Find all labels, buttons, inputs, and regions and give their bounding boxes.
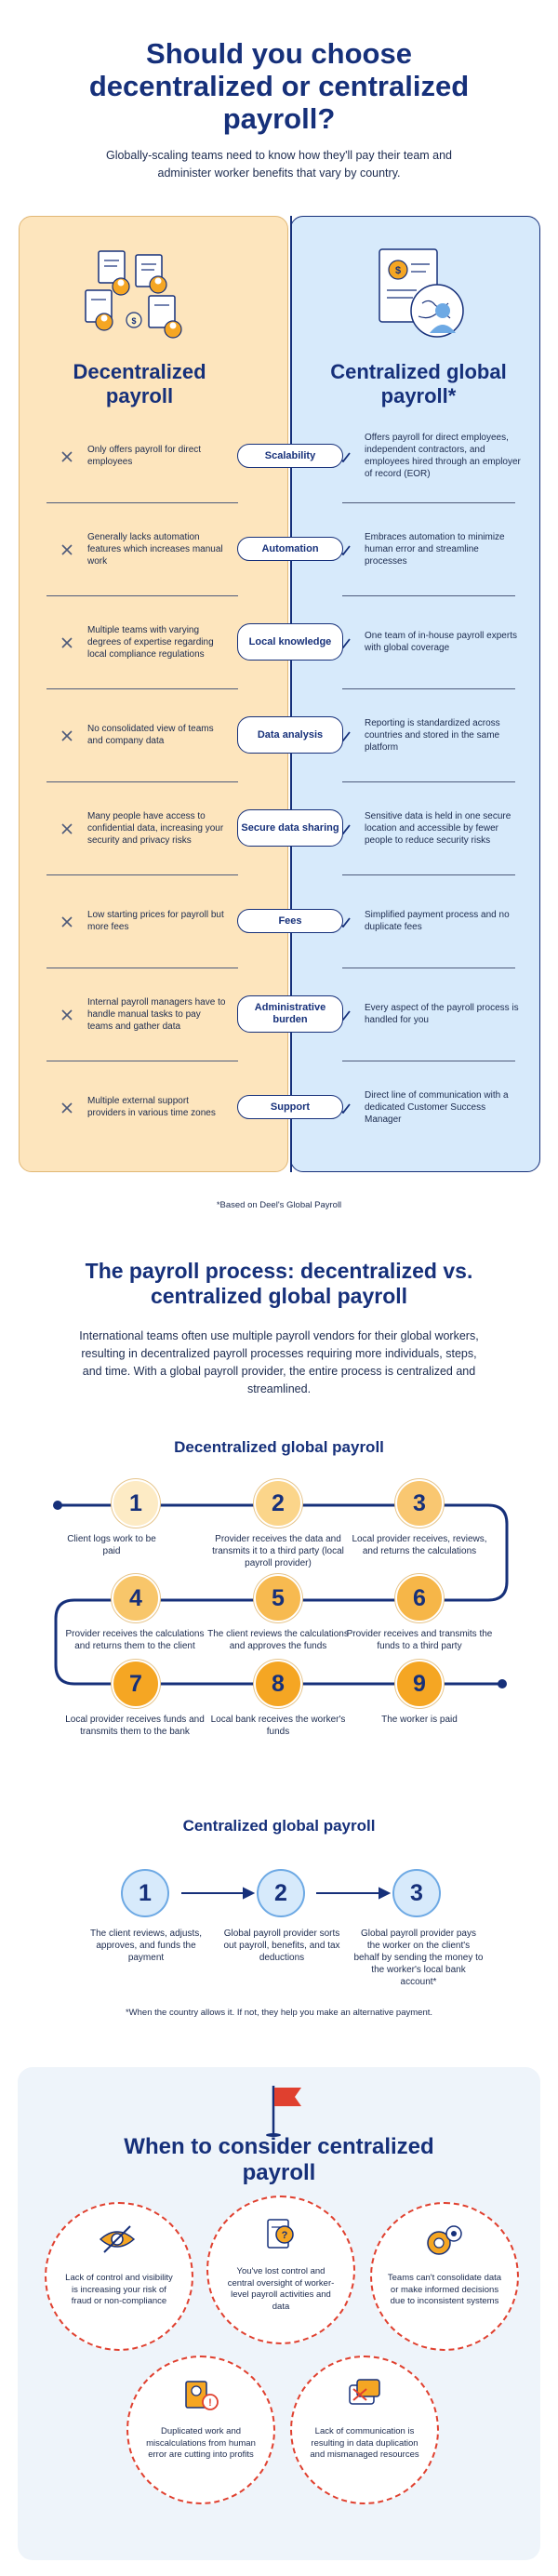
consider-reason: Teams can't consolidate data or make inf… bbox=[387, 2273, 502, 2306]
page-subtitle: Globally-scaling teams need to know how … bbox=[105, 149, 453, 180]
centralized-process-title: Centralized global payroll bbox=[182, 1817, 376, 1835]
step-number: 4 bbox=[112, 1574, 160, 1622]
step-description: The client reviews, adjusts, approves, a… bbox=[89, 1929, 203, 1963]
consider-reason: You've lost control and central oversigh… bbox=[227, 2266, 335, 2312]
row-divider bbox=[342, 502, 515, 503]
x-icon bbox=[61, 915, 73, 932]
decentralized-heading: Decentralized payroll bbox=[73, 360, 206, 407]
step-number: 1 bbox=[112, 1479, 160, 1528]
step-number: 6 bbox=[395, 1574, 444, 1622]
row-divider bbox=[342, 688, 515, 689]
consider-reason: Lack of control and visibility is increa… bbox=[65, 2273, 173, 2306]
consider-circle bbox=[126, 2356, 275, 2504]
centralized-point: Reporting is standardized across countri… bbox=[365, 717, 500, 753]
row-divider bbox=[46, 688, 238, 689]
decentralized-point: Low starting prices for payroll but more… bbox=[87, 910, 224, 932]
step-number: 2 bbox=[254, 1479, 302, 1528]
step-description: Provider receives and transmits the fund… bbox=[346, 1629, 493, 1651]
decentralized-point: Many people have access to confidential … bbox=[87, 810, 224, 846]
step-description: Client logs work to be paid bbox=[67, 1534, 156, 1556]
page-title: Should you choose decentralized or centr… bbox=[88, 37, 470, 135]
doc-icon: ? bbox=[260, 2216, 298, 2258]
category-pill: Local knowledge bbox=[237, 623, 343, 661]
decentralized-point: Only offers payroll for direct employees bbox=[87, 445, 202, 467]
process-footnote: *When the country allows it. If not, the… bbox=[125, 2008, 433, 2018]
step-number: 1 bbox=[121, 1869, 169, 1917]
decentralized-point: No consolidated view of teams and compan… bbox=[87, 724, 214, 746]
eye-icon bbox=[99, 2222, 136, 2261]
step-number: 3 bbox=[392, 1869, 441, 1917]
svg-text:$: $ bbox=[395, 265, 401, 276]
row-divider bbox=[342, 595, 515, 596]
centralized-heading: Centralized global payroll* bbox=[330, 360, 507, 407]
step-number: 3 bbox=[395, 1479, 444, 1528]
step-description: Global payroll provider pays the worker … bbox=[353, 1929, 484, 1987]
step-number: 5 bbox=[254, 1574, 302, 1622]
x-icon bbox=[61, 729, 73, 746]
step-description: The client reviews the calculations and … bbox=[207, 1629, 349, 1651]
centralized-point: Embraces automation to minimize human er… bbox=[365, 531, 505, 567]
centralized-point: Direct line of communication with a dedi… bbox=[365, 1089, 509, 1125]
centralized-point: Sensitive data is held in one secure loc… bbox=[365, 810, 512, 846]
step-description: Local provider receives, reviews, and re… bbox=[352, 1534, 487, 1556]
row-divider bbox=[46, 595, 238, 596]
centralized-point: Every aspect of the payroll process is h… bbox=[365, 1003, 519, 1025]
x-icon bbox=[61, 636, 73, 653]
consider-reason: Duplicated work and miscalculations from… bbox=[146, 2426, 256, 2460]
consider-circle bbox=[370, 2202, 519, 2351]
category-pill: Automation bbox=[237, 537, 343, 561]
decentralized-point: Multiple teams with varying degrees of e… bbox=[87, 624, 214, 660]
step-number: 9 bbox=[395, 1660, 444, 1708]
decentralized-point: Multiple external support providers in v… bbox=[87, 1096, 216, 1118]
row-divider bbox=[46, 781, 238, 782]
category-pill: Data analysis bbox=[237, 716, 343, 754]
category-pill: Secure data sharing bbox=[237, 809, 343, 847]
step-description: The worker is paid bbox=[381, 1715, 458, 1725]
centralized-point: Simplified payment process and no duplic… bbox=[365, 910, 510, 932]
step-description: Provider receives the data and transmits… bbox=[212, 1534, 344, 1568]
x-icon bbox=[61, 450, 73, 467]
consider-title: When to consider centralized payroll bbox=[124, 2134, 434, 2185]
comparison-footnote: *Based on Deel's Global Payroll bbox=[216, 1200, 342, 1210]
step-number: 8 bbox=[254, 1660, 302, 1708]
flag-icon bbox=[266, 2086, 301, 2137]
step-description: Global payroll provider sorts out payrol… bbox=[223, 1929, 340, 1963]
decentralized-process-title: Decentralized global payroll bbox=[174, 1438, 384, 1456]
center-divider bbox=[290, 216, 292, 1172]
person-icon: ! bbox=[180, 2376, 221, 2418]
step-number: 2 bbox=[257, 1869, 305, 1917]
category-pill: Scalability bbox=[237, 444, 343, 468]
centralized-point: One team of in-house payroll experts wit… bbox=[365, 631, 517, 653]
process-intro: International teams often use multiple p… bbox=[79, 1329, 479, 1395]
process-title: The payroll process: decentralized vs. c… bbox=[85, 1259, 473, 1308]
chat-icon bbox=[344, 2376, 385, 2418]
category-pill: Support bbox=[237, 1095, 343, 1119]
svg-text:?: ? bbox=[282, 2230, 288, 2241]
step-description: Local bank receives the worker's funds bbox=[210, 1715, 346, 1737]
x-icon bbox=[61, 1008, 73, 1025]
x-icon bbox=[61, 822, 73, 839]
category-pill: Administrative burden bbox=[237, 995, 343, 1033]
x-icon bbox=[61, 543, 73, 560]
global-document-icon: $ bbox=[379, 248, 464, 338]
centralized-point: Offers payroll for direct employees, ind… bbox=[365, 433, 521, 479]
consider-circle bbox=[45, 2202, 193, 2351]
decentralized-point: Internal payroll managers have to handle… bbox=[87, 996, 226, 1032]
step-number: 7 bbox=[112, 1660, 160, 1708]
step-description: Provider receives the calculations and r… bbox=[65, 1629, 205, 1651]
row-divider bbox=[46, 874, 238, 875]
category-pill: Fees bbox=[237, 909, 343, 933]
step-description: Local provider receives funds and transm… bbox=[65, 1715, 205, 1737]
consider-reason: Lack of communication is resulting in da… bbox=[310, 2426, 419, 2460]
x-icon bbox=[61, 1101, 73, 1118]
gear-icon bbox=[424, 2222, 465, 2264]
svg-text:$: $ bbox=[131, 316, 136, 326]
decentralized-point: Generally lacks automation features whic… bbox=[87, 531, 223, 567]
row-divider bbox=[342, 781, 515, 782]
svg-text:!: ! bbox=[208, 2397, 212, 2409]
documents-people-icon: $ bbox=[85, 250, 182, 339]
row-divider bbox=[46, 502, 238, 503]
row-divider bbox=[342, 874, 515, 875]
